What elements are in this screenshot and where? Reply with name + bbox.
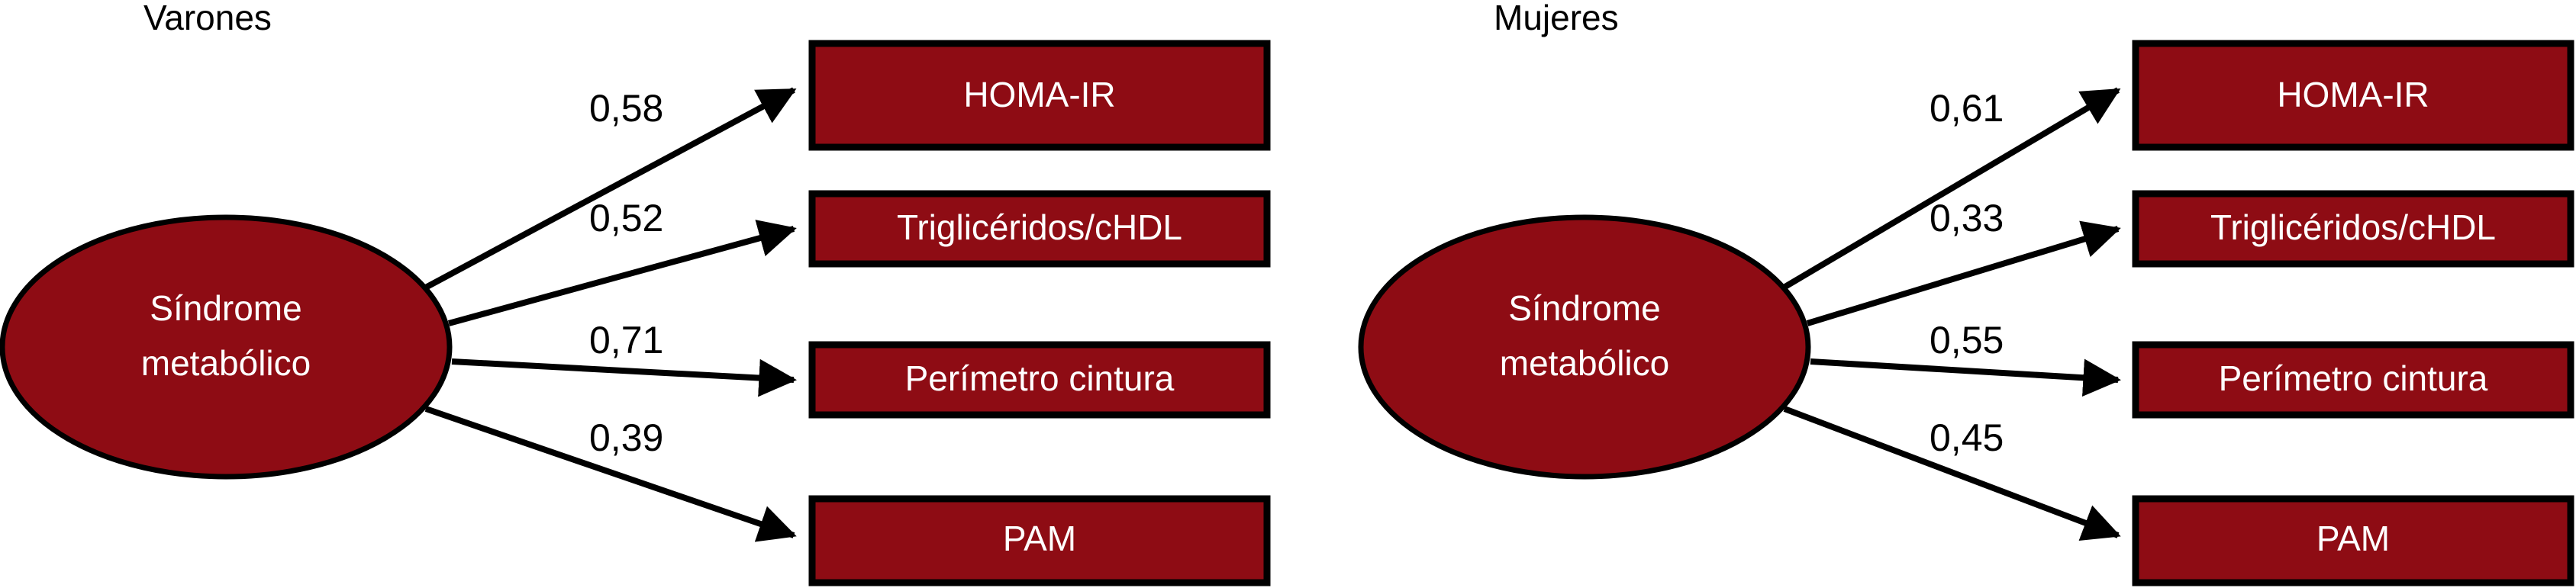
path-arrow-varones-homa-ir: [420, 87, 797, 293]
coefficient-varones-trig-chdl: 0,52: [589, 197, 663, 239]
indicator-label-varones-perimetro-cintura: Perímetro cintura: [905, 358, 1175, 398]
panel-title-mujeres: Mujeres: [1494, 0, 1619, 37]
latent-node-mujeres: [1358, 214, 1811, 480]
indicator-box-mujeres-pam: [2132, 495, 2574, 586]
indicator-label-varones-homa-ir: HOMA-IR: [963, 75, 1115, 114]
latent-node-varones: [0, 214, 453, 480]
coefficient-mujeres-homa-ir: 0,61: [1930, 87, 2004, 130]
coefficient-mujeres-pam: 0,45: [1930, 416, 2004, 459]
latent-label-varones-line1: Síndrome: [150, 288, 301, 328]
coefficient-mujeres-perimetro-cintura: 0,55: [1930, 319, 2004, 361]
indicator-label-varones-pam: PAM: [1003, 519, 1076, 558]
path-arrow-mujeres-trig-chdl: [1806, 220, 2121, 326]
indicator-label-mujeres-homa-ir: HOMA-IR: [2277, 75, 2429, 114]
indicator-label-mujeres-trig-chdl: Triglicéridos/cHDL: [2210, 207, 2496, 247]
indicator-box-varones-homa-ir: [808, 40, 1271, 151]
coefficient-varones-pam: 0,39: [589, 416, 663, 459]
path-arrow-mujeres-homa-ir: [1778, 87, 2121, 293]
path-arrow-varones-perimetro-cintura: [451, 358, 797, 397]
path-arrow-varones-trig-chdl: [447, 220, 797, 326]
coefficient-varones-perimetro-cintura: 0,71: [589, 319, 663, 361]
indicator-label-mujeres-pam: PAM: [2316, 519, 2390, 558]
path-arrow-varones-pam: [424, 406, 797, 542]
latent-label-mujeres-line2: metabólico: [1500, 343, 1669, 383]
indicator-box-varones-pam: [808, 495, 1271, 586]
panel-title-varones: Varones: [143, 0, 272, 37]
indicator-box-mujeres-trig-chdl: [2132, 190, 2574, 268]
coefficient-mujeres-trig-chdl: 0,33: [1930, 197, 2004, 239]
panel-mujeres: Mujeres Síndrome metabólico HOMA-IR Trig…: [1358, 0, 2574, 586]
latent-label-mujeres-line1: Síndrome: [1508, 288, 1660, 328]
indicator-box-varones-perimetro-cintura: [808, 341, 1271, 419]
indicator-box-varones-trig-chdl: [808, 190, 1271, 268]
indicator-label-mujeres-perimetro-cintura: Perímetro cintura: [2219, 358, 2488, 398]
path-arrow-mujeres-pam: [1783, 406, 2121, 541]
indicator-box-mujeres-perimetro-cintura: [2132, 341, 2574, 419]
latent-label-varones-line2: metabólico: [141, 343, 311, 383]
indicator-box-mujeres-homa-ir: [2132, 40, 2574, 151]
panel-varones: Varones Síndrome metabólico HOMA-IR Trig…: [0, 0, 1271, 586]
indicator-label-varones-trig-chdl: Triglicéridos/cHDL: [897, 207, 1182, 247]
coefficient-varones-homa-ir: 0,58: [589, 87, 663, 130]
path-arrow-mujeres-perimetro-cintura: [1810, 358, 2121, 397]
